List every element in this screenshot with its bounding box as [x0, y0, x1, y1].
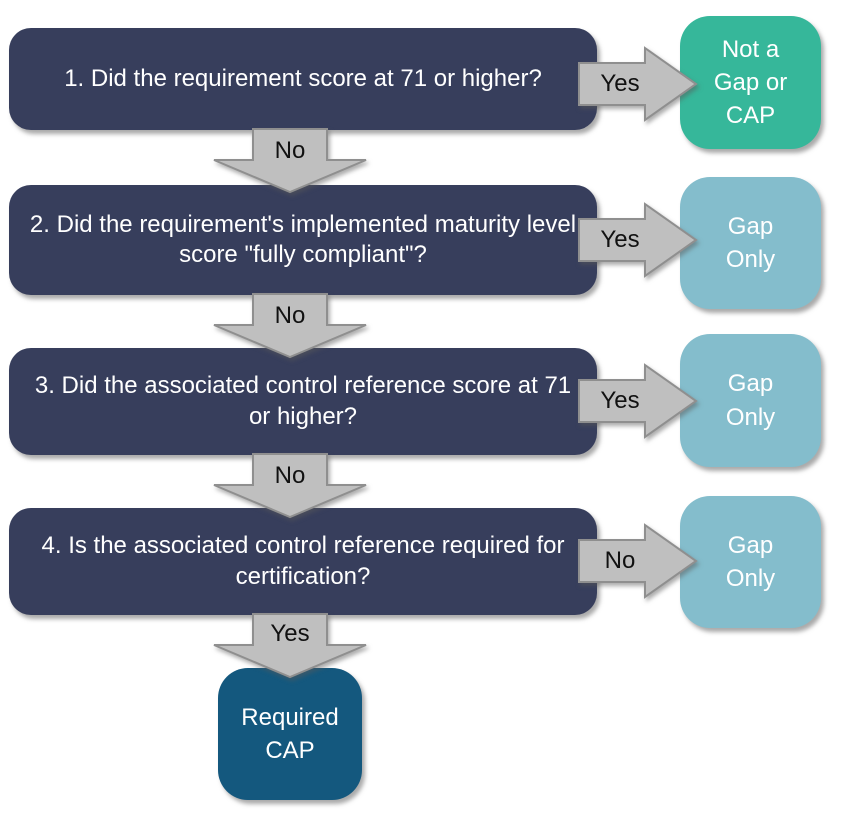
right-arrow-icon-3 — [578, 363, 698, 439]
branch-label-yes-2: Yes — [600, 226, 640, 253]
branch-label-yes-3: Yes — [600, 387, 640, 414]
next-label-no-1: No — [274, 137, 306, 164]
down-arrow-shape — [213, 128, 367, 194]
question-text-2: 2. Did the requirement's implemented mat… — [29, 210, 577, 268]
right-arrow-shape — [578, 363, 698, 439]
right-arrow-icon-1 — [578, 46, 698, 122]
question-box-4: 4. Is the associated control reference r… — [9, 508, 597, 615]
right-arrow-icon-2 — [578, 202, 698, 278]
down-arrow-icon-4 — [212, 613, 368, 679]
right-arrow-shape — [578, 46, 698, 122]
down-arrow-shape — [213, 453, 367, 519]
result-text-4: Gap Only — [725, 531, 776, 592]
branch-label-yes-1: Yes — [600, 70, 640, 97]
final-result-box: Required CAP — [218, 668, 362, 800]
down-arrow-icon-2 — [212, 293, 368, 359]
final-result-text: Required CAP — [241, 703, 339, 764]
result-box-3: Gap Only — [680, 334, 821, 467]
question-box-2: 2. Did the requirement's implemented mat… — [9, 185, 597, 295]
result-box-4: Gap Only — [680, 496, 821, 628]
result-text-3: Gap Only — [725, 370, 776, 431]
right-arrow-shape — [578, 202, 698, 278]
down-arrow-shape — [213, 613, 367, 679]
question-box-3: 3. Did the associated control reference … — [9, 348, 597, 455]
result-box-2: Gap Only — [680, 177, 821, 309]
question-text-1: 1. Did the requirement score at 71 or hi… — [64, 64, 542, 92]
question-box-1: 1. Did the requirement score at 71 or hi… — [9, 28, 597, 130]
down-arrow-icon-3 — [212, 453, 368, 519]
next-label-yes-4: Yes — [270, 620, 310, 647]
question-text-3: 3. Did the associated control reference … — [34, 372, 572, 430]
result-box-1: Not a Gap or CAP — [680, 16, 821, 149]
down-arrow-icon-1 — [212, 128, 368, 194]
next-label-no-3: No — [274, 462, 306, 489]
right-arrow-shape — [578, 523, 698, 599]
down-arrow-shape — [213, 293, 367, 359]
result-text-2: Gap Only — [725, 212, 776, 273]
next-label-no-2: No — [274, 302, 306, 329]
result-text-1: Not a Gap or CAP — [713, 35, 788, 130]
branch-label-no-4: No — [604, 547, 636, 574]
right-arrow-icon-4 — [578, 523, 698, 599]
question-text-4: 4. Is the associated control reference r… — [41, 532, 565, 590]
